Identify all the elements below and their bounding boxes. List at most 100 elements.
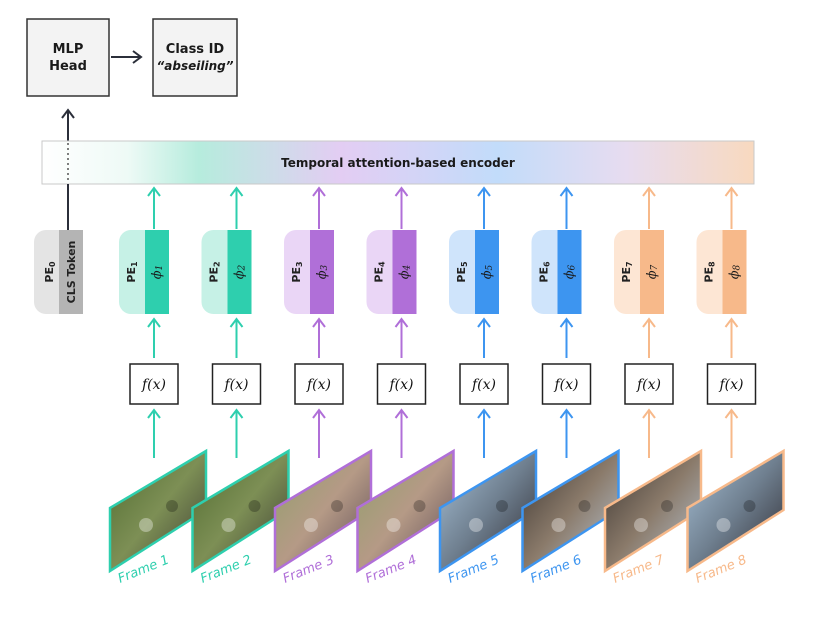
arrow-encoder-to-head-tip	[61, 108, 75, 119]
class-id-value: “abseiling”	[157, 59, 234, 73]
arrow-f-5-to-token-tip	[477, 317, 491, 328]
frame-figure-5-b	[496, 500, 508, 512]
temporal-encoder-bar	[41, 140, 755, 185]
arrow-token-4-to-encoder-tip	[394, 186, 409, 197]
frame-figure-2-b	[248, 500, 261, 512]
frame-figure-5-a	[469, 518, 483, 532]
arrow-head-to-class-tip	[132, 50, 143, 64]
class-id-box	[152, 18, 238, 97]
arrow-f-4-to-token-tip	[394, 317, 409, 328]
arrow-token-2-to-encoder-tip	[229, 186, 244, 197]
frame-figure-7-a	[634, 518, 648, 532]
class-id-title: Class ID	[166, 42, 225, 57]
pe-pill-fill-8	[709, 230, 723, 314]
arrow-frame-1-to-feature-tip	[147, 408, 161, 419]
pe-label-1: PE1	[125, 261, 139, 283]
pe-label-8: PE8	[703, 261, 717, 283]
mlp-head-box	[26, 18, 110, 97]
arrow-frame-8-to-feature-tip	[724, 408, 739, 419]
frame-figure-1-a	[139, 518, 153, 532]
frame-figure-4-b	[413, 500, 426, 512]
feature-box-4	[376, 363, 427, 405]
feature-fn-3: f(x)	[306, 377, 331, 393]
arrow-frame-6-to-feature-tip	[559, 408, 574, 419]
feature-fn-2: f(x)	[223, 377, 248, 393]
pe-pill-fill-4	[379, 230, 393, 314]
arrow-frame-5-to-feature-tip	[477, 408, 491, 419]
feature-fn-8: f(x)	[718, 377, 743, 393]
cls-pe-pill-fill	[47, 230, 59, 314]
frame-image-8	[686, 448, 785, 574]
arrow-f-8-to-token-tip	[724, 317, 739, 328]
phi-rect-7	[640, 230, 664, 314]
phi-rect-6	[557, 230, 582, 314]
feature-box-1	[129, 363, 179, 405]
pe-label-2: PE2	[208, 261, 222, 282]
phi-label-8: ϕ8	[727, 264, 742, 279]
pe-label-5: PE5	[455, 261, 469, 283]
arrow-token-1-to-encoder-tip	[147, 186, 161, 197]
arrow-frame-4-to-feature-tip	[394, 408, 409, 419]
frame-figure-2-a	[221, 518, 236, 532]
phi-rect-1	[145, 230, 169, 314]
feature-fn-1: f(x)	[141, 377, 166, 393]
arrow-frame-3-to-feature-tip	[312, 408, 326, 419]
feature-fn-7: f(x)	[636, 377, 661, 393]
feature-fn-4: f(x)	[388, 377, 413, 393]
frame-figure-1-b	[166, 500, 178, 512]
arrow-token-6-to-encoder-tip	[559, 186, 574, 197]
arrow-f-6-to-token-tip	[559, 317, 574, 328]
frame-figure-4-a	[386, 518, 401, 532]
pe-pill-fill-2	[214, 230, 228, 314]
phi-rect-4	[392, 230, 417, 314]
phi-label-4: ϕ4	[397, 264, 412, 279]
phi-label-3: ϕ3	[315, 264, 330, 279]
frame-figure-6-b	[578, 500, 591, 512]
pe-pill-fill-7	[627, 230, 640, 314]
arrow-token-7-to-encoder-tip	[642, 186, 656, 197]
feature-box-5	[459, 363, 509, 405]
mlp-head-title: MLP	[53, 42, 84, 57]
feature-fn-5: f(x)	[471, 377, 496, 393]
feature-box-6	[541, 363, 592, 405]
phi-rect-8	[722, 230, 747, 314]
phi-rect-2	[227, 230, 252, 314]
pe-label-4: PE4	[373, 261, 387, 283]
feature-box-3	[294, 363, 344, 405]
frame-figure-6-a	[551, 518, 566, 532]
cls-pe-prefix: PE	[43, 267, 56, 283]
pe-label-6: PE6	[538, 261, 552, 283]
feature-fn-6: f(x)	[553, 377, 578, 393]
arrow-f-1-to-token-tip	[147, 317, 161, 328]
pe-pill-fill-1	[132, 230, 145, 314]
phi-label-7: ϕ7	[645, 264, 660, 279]
phi-rect-3	[310, 230, 334, 314]
arrow-f-3-to-token-tip	[312, 317, 326, 328]
pe-label-3: PE3	[290, 261, 304, 282]
frame-figure-3-a	[304, 518, 318, 532]
feature-box-2	[211, 363, 262, 405]
cls-pe-label: PE0	[43, 261, 57, 283]
pe-pill-fill-3	[297, 230, 310, 314]
pe-pill-fill-5	[462, 230, 475, 314]
frame-figure-8-b	[743, 500, 756, 512]
encoder-label: Temporal attention-based encoder	[281, 156, 515, 170]
arrow-token-5-to-encoder-tip	[477, 186, 491, 197]
phi-label-6: ϕ6	[562, 264, 577, 279]
cls-token-rect	[59, 230, 83, 314]
phi-label-5: ϕ5	[480, 264, 495, 279]
arrow-frame-2-to-feature-tip	[229, 408, 244, 419]
frame-figure-3-b	[331, 500, 343, 512]
arrow-token-3-to-encoder-tip	[312, 186, 326, 197]
pe-pill-fill-6	[544, 230, 558, 314]
arrow-frame-7-to-feature-tip	[642, 408, 656, 419]
phi-label-1: ϕ1	[150, 265, 165, 280]
pe-label-7: PE7	[620, 261, 634, 282]
feature-box-7	[624, 363, 674, 405]
cls-pe-sub: 0	[48, 261, 57, 267]
arrow-f-7-to-token-tip	[642, 317, 656, 328]
phi-label-2: ϕ2	[232, 264, 247, 279]
